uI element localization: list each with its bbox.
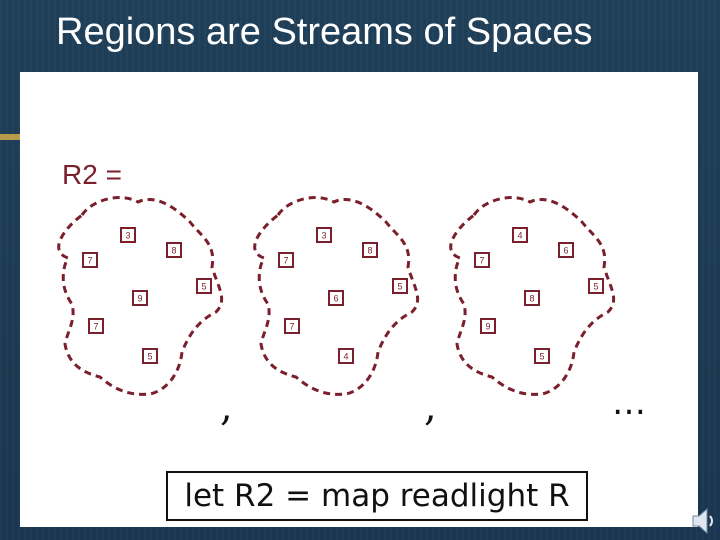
number-box: 7 — [88, 318, 104, 334]
svg-text:7: 7 — [479, 256, 484, 266]
separator-comma-1: , — [220, 384, 233, 430]
region-boundary — [57, 196, 224, 396]
code-text: let R2 = map readlight R — [184, 478, 570, 514]
svg-text:5: 5 — [397, 282, 402, 292]
svg-text:3: 3 — [321, 231, 326, 241]
svg-text:5: 5 — [201, 282, 206, 292]
svg-text:4: 4 — [343, 352, 348, 362]
svg-text:9: 9 — [485, 322, 490, 332]
number-box: 5 — [142, 348, 158, 364]
code-expression: let R2 = map readlight R — [166, 471, 588, 521]
ellipsis: … — [612, 383, 646, 423]
svg-text:5: 5 — [593, 282, 598, 292]
svg-text:4: 4 — [517, 231, 522, 241]
number-box: 3 — [120, 227, 136, 243]
svg-text:3: 3 — [125, 231, 130, 241]
region-2: 3 8 7 5 6 7 4 — [253, 196, 420, 396]
number-box: 8 — [362, 242, 378, 258]
number-box: 6 — [328, 290, 344, 306]
number-box: 8 — [166, 242, 182, 258]
region-3: 4 6 7 5 8 9 5 — [449, 196, 616, 396]
speaker-icon[interactable] — [688, 505, 718, 537]
number-box: 7 — [284, 318, 300, 334]
number-box: 9 — [132, 290, 148, 306]
svg-text:8: 8 — [171, 246, 176, 256]
svg-text:7: 7 — [283, 256, 288, 266]
number-box: 7 — [474, 252, 490, 268]
svg-text:7: 7 — [87, 256, 92, 266]
svg-text:7: 7 — [289, 322, 294, 332]
regions-diagram: R2 = 3 8 7 5 9 7 5 3 8 7 5 6 7 4 4 6 7 5 8 9 5 , , … — [57, 159, 646, 430]
number-box: 5 — [588, 278, 604, 294]
number-box: 4 — [338, 348, 354, 364]
number-box: 5 — [392, 278, 408, 294]
svg-text:9: 9 — [137, 294, 142, 304]
svg-text:5: 5 — [539, 352, 544, 362]
number-box: 5 — [196, 278, 212, 294]
number-box: 4 — [512, 227, 528, 243]
equation-label: R2 = — [62, 159, 122, 190]
number-box: 7 — [82, 252, 98, 268]
slide-title: Regions are Streams of Spaces — [56, 11, 593, 53]
separator-comma-2: , — [424, 384, 437, 430]
number-box: 5 — [534, 348, 550, 364]
number-box: 8 — [524, 290, 540, 306]
svg-text:5: 5 — [147, 352, 152, 362]
number-box: 7 — [278, 252, 294, 268]
svg-text:8: 8 — [367, 246, 372, 256]
svg-text:8: 8 — [529, 294, 534, 304]
svg-text:6: 6 — [333, 294, 338, 304]
number-box: 6 — [558, 242, 574, 258]
number-box: 3 — [316, 227, 332, 243]
number-box: 9 — [480, 318, 496, 334]
region-1: 3 8 7 5 9 7 5 — [57, 196, 224, 396]
accent-bar — [0, 134, 20, 140]
slide-content: R2 = 3 8 7 5 9 7 5 3 8 7 5 6 7 4 4 6 7 5 8 9 5 , , … let R2 … — [20, 72, 698, 527]
region-boundary — [449, 196, 616, 396]
region-boundary — [253, 196, 420, 396]
svg-text:7: 7 — [93, 322, 98, 332]
svg-text:6: 6 — [563, 246, 568, 256]
